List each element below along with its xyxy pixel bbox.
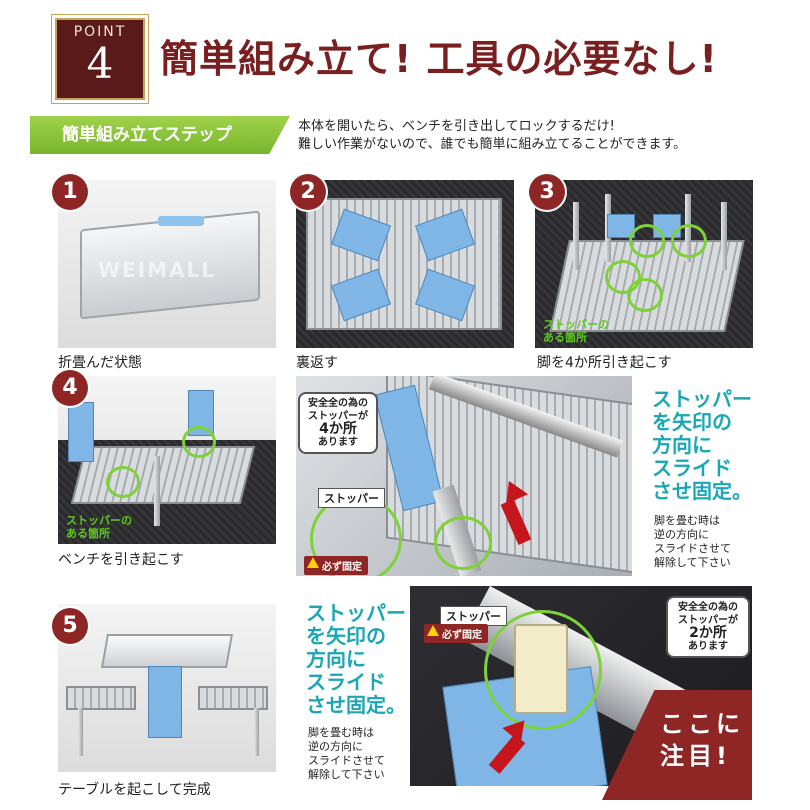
step-1-caption: 折畳んだ状態 (58, 355, 142, 371)
steps-banner: 簡単組み立てステップ (30, 116, 290, 154)
step-4-number: 4 (52, 370, 88, 406)
instruction-line: スライド (306, 670, 386, 694)
highlight-ring (671, 224, 707, 258)
instruction-line: を矢印の (306, 624, 386, 648)
highlight-ring (182, 426, 216, 458)
callout-line: あります (688, 641, 728, 652)
bench-frame (68, 402, 94, 462)
step-5-caption: テーブルを起こして完成 (58, 782, 211, 798)
tabletop (101, 634, 233, 668)
step-4-caption: ベンチを引き起こす (58, 552, 184, 568)
step-3-number: 3 (529, 174, 565, 210)
highlight-ring (627, 278, 663, 312)
table-underside (306, 198, 502, 330)
note-line: 解除して下さい (308, 768, 385, 781)
step-5-number: 5 (52, 608, 88, 644)
warning-icon (307, 557, 319, 568)
stopper-location-label: ストッパーの ある箇所 (543, 318, 609, 344)
warning-icon (427, 625, 439, 636)
instruction-line: させ固定。 (306, 693, 406, 717)
highlight-ring (434, 516, 492, 570)
watermark: WEIMALL (98, 258, 217, 282)
case-handle (158, 216, 204, 226)
callout-line: あります (318, 437, 358, 448)
must-lock-tag: 必ず固定 (304, 556, 368, 575)
table-leg (154, 456, 160, 526)
point-number: 4 (86, 39, 114, 88)
stopper-location-label: ストッパーの ある箇所 (66, 514, 132, 540)
instruction-line: 方向に (306, 647, 366, 671)
step-1-photo: WEIMALL (58, 180, 276, 348)
callout-count: 4か所 (319, 421, 357, 437)
page-title: 簡単組み立て! 工具の必要なし! (160, 37, 718, 81)
must-lock-label: 必ず固定 (442, 630, 482, 641)
callout-line: ストッパーが (678, 615, 738, 626)
table-leg (721, 202, 727, 270)
description-line-2: 難しい作業がないので、誰でも簡単に組み立てることができます。 (298, 137, 687, 152)
step-2-photo (296, 180, 514, 348)
highlight-ring (629, 224, 665, 258)
safety-callout-bottom: 安全全の為の ストッパーが 2か所 あります (666, 596, 750, 658)
table-underside (70, 446, 256, 504)
callout-count: 2か所 (689, 625, 727, 641)
step-3-photo: ストッパーの ある箇所 (535, 180, 753, 348)
steps-description: 本体を開いたら、ベンチを引き出してロックするだけ! 難しい作業がないので、誰でも… (298, 118, 686, 154)
must-lock-label: 必ず固定 (322, 562, 362, 573)
safety-callout: 安全全の為の ストッパーが 4か所 あります (298, 392, 378, 454)
instruction-line: させ固定。 (652, 479, 752, 503)
note-line: 逆の方向に (654, 528, 709, 541)
instruction-line: スライド (652, 456, 732, 480)
table-frame (148, 666, 182, 738)
step-1-number: 1 (52, 174, 88, 210)
table-leg (573, 202, 579, 270)
step-5-photo (58, 604, 276, 772)
table-leg (254, 708, 259, 756)
description-line-1: 本体を開いたら、ベンチを引き出してロックするだけ! (298, 119, 615, 134)
highlight-ring (106, 466, 140, 498)
bench-seat (66, 686, 136, 710)
instruction-line: を矢印の (652, 410, 732, 434)
stopper-tag: ストッパー (318, 488, 385, 508)
note-line: スライドさせて (308, 754, 385, 767)
step-4-photo: ストッパーの ある箇所 (58, 376, 276, 544)
callout-line: 安全全の為の (678, 602, 738, 613)
note-line: 脚を畳む時は (308, 726, 374, 739)
must-lock-tag-bottom: 必ず固定 (424, 624, 488, 643)
attention-line-1: ここに (660, 710, 744, 738)
note-line: スライドさせて (654, 542, 731, 555)
step-2-caption: 裏返す (296, 355, 338, 371)
bench-seat (198, 686, 268, 710)
table-leg (78, 708, 83, 756)
stopper-tag-bottom: ストッパー (440, 606, 507, 626)
note-line: 脚を畳む時は (654, 514, 720, 527)
point-badge: POINT 4 (55, 18, 145, 100)
release-note: 脚を畳む時は 逆の方向に スライドさせて 解除して下さい (654, 514, 731, 570)
point-word: POINT (73, 24, 127, 40)
slide-instruction: ストッパー を矢印の 方向に スライド させ固定。 (652, 388, 752, 503)
callout-line: 安全全の為の (308, 398, 368, 409)
callout-line: ストッパーが (308, 411, 368, 422)
step-3-caption: 脚を4か所引き起こす (537, 355, 672, 371)
highlight-ring (605, 260, 641, 294)
highlight-ring (484, 610, 602, 730)
slide-instruction-bottom: ストッパー を矢印の 方向に スライド させ固定。 (306, 602, 406, 717)
instruction-line: 方向に (652, 433, 712, 457)
attention-line-2: 注目! (660, 742, 731, 770)
release-note-bottom: 脚を畳む時は 逆の方向に スライドさせて 解除して下さい (308, 726, 385, 782)
instruction-line: ストッパー (652, 387, 752, 411)
step-2-number: 2 (290, 174, 326, 210)
instruction-line: ストッパー (306, 601, 406, 625)
note-line: 解除して下さい (654, 556, 731, 569)
note-line: 逆の方向に (308, 740, 363, 753)
